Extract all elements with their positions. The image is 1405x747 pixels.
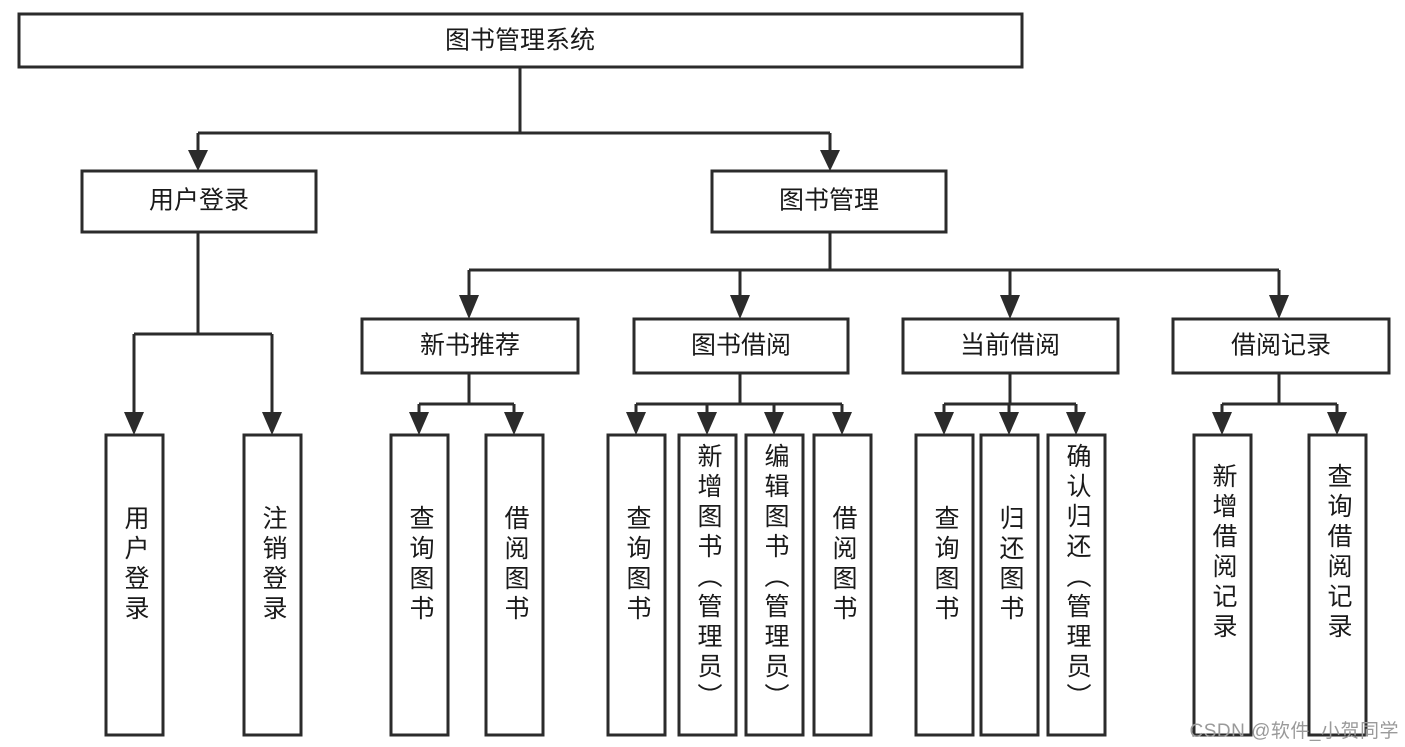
node-book-manage-label: 图书管理 (779, 187, 879, 215)
node-book-manage-box[interactable] (710, 169, 948, 234)
node-current-borrow-label: 当前借阅 (960, 332, 1060, 360)
leaf-box-3[interactable] (389, 433, 450, 737)
node-borrow-record-box[interactable] (1171, 317, 1391, 375)
arrowhead-level2-2 (730, 295, 750, 319)
arrowhead-leaf-8 (832, 412, 852, 435)
node-book-manage[interactable]: 图书管理 (710, 169, 948, 234)
leaf-box-9[interactable] (914, 433, 975, 737)
node-user-login[interactable]: 用户登录 (80, 169, 318, 234)
node-current-borrow-box[interactable] (901, 317, 1120, 375)
arrowhead-leaf-1 (124, 412, 144, 435)
arrowhead-leaf-6 (697, 412, 717, 435)
arrowhead-leaf-2 (262, 412, 282, 435)
leaf-box-11[interactable] (1046, 433, 1107, 737)
arrowhead-level2-4 (1269, 295, 1289, 319)
leaf-box-4[interactable] (484, 433, 545, 737)
leaf-box-10[interactable] (979, 433, 1040, 737)
arrowhead-book-manage (820, 150, 840, 171)
leaf-box-5[interactable] (606, 433, 667, 737)
arrowhead-user-login (188, 150, 208, 171)
csdn-watermark: CSDN @软件_小贺同学 (1189, 721, 1399, 742)
arrowhead-leaf-12 (1212, 412, 1232, 435)
arrowhead-level2-1 (459, 295, 479, 319)
node-root[interactable]: 图书管理系统 (17, 12, 1024, 69)
arrowhead-leaf-10 (999, 412, 1019, 435)
leaf-box-layer (104, 433, 1368, 737)
arrowhead-leaf-11 (1066, 412, 1086, 435)
leaf-box-12[interactable] (1192, 433, 1253, 737)
leaf-box-2[interactable] (242, 433, 303, 737)
node-book-borrow-box[interactable] (632, 317, 850, 375)
arrowhead-leaf-7 (764, 412, 784, 435)
leaf-box-7[interactable] (744, 433, 805, 737)
leaf-box-1[interactable] (104, 433, 165, 737)
node-book-borrow-label: 图书借阅 (691, 332, 791, 360)
arrowhead-leaf-9 (934, 412, 954, 435)
arrowhead-leaf-13 (1327, 412, 1347, 435)
connector-layer (124, 67, 1347, 435)
node-current-borrow[interactable]: 当前借阅 (901, 317, 1120, 375)
leaf-box-13[interactable] (1307, 433, 1368, 737)
node-book-borrow[interactable]: 图书借阅 (632, 317, 850, 375)
arrowhead-level2-3 (1000, 295, 1020, 319)
arrowhead-leaf-3 (409, 412, 429, 435)
arrowhead-leaf-4 (504, 412, 524, 435)
node-user-login-box[interactable] (80, 169, 318, 234)
leaf-box-8[interactable] (812, 433, 873, 737)
node-new-book-recommend-box[interactable] (360, 317, 580, 375)
node-new-book-recommend[interactable]: 新书推荐 (360, 317, 580, 375)
node-user-login-label: 用户登录 (149, 187, 249, 215)
node-borrow-record-label: 借阅记录 (1231, 332, 1331, 360)
node-root-box[interactable] (17, 12, 1024, 69)
node-root-label: 图书管理系统 (445, 27, 595, 55)
node-borrow-record[interactable]: 借阅记录 (1171, 317, 1391, 375)
arrowhead-leaf-5 (626, 412, 646, 435)
leaf-box-6[interactable] (677, 433, 738, 737)
node-new-book-recommend-label: 新书推荐 (420, 332, 520, 360)
